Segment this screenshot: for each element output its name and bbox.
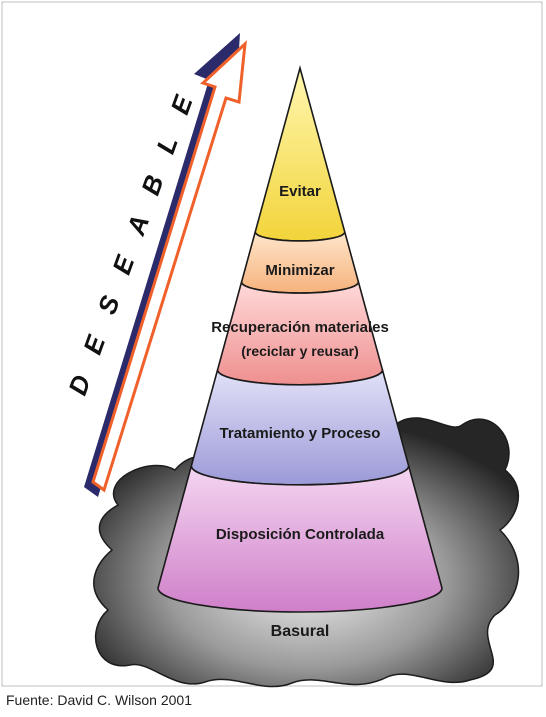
tier-label-disposicion: Disposición Controlada [216,526,385,543]
cone-tier-evitar [255,68,345,241]
deseable-letter: E [77,331,111,358]
deseable-letter: B [135,171,170,199]
deseable-letter: E [164,91,198,118]
source-caption: Fuente: David C. Wilson 2001 [6,692,192,708]
tier-label-recuperacion-sub: (reciclar y reusar) [241,343,359,359]
deseable-letter: S [92,291,126,318]
basural-label: Basural [271,623,330,640]
tier-label-minimizar: Minimizar [265,262,334,279]
deseable-letter: L [150,132,184,157]
tier-label-recuperacion: Recuperación materiales [211,319,389,336]
deseable-letter: D [62,371,97,399]
tier-label-tratamiento: Tratamiento y Proceso [220,425,381,442]
tier-label-evitar: Evitar [279,183,321,200]
deseable-letter: A [120,211,155,240]
deseable-letter: E [106,251,140,278]
